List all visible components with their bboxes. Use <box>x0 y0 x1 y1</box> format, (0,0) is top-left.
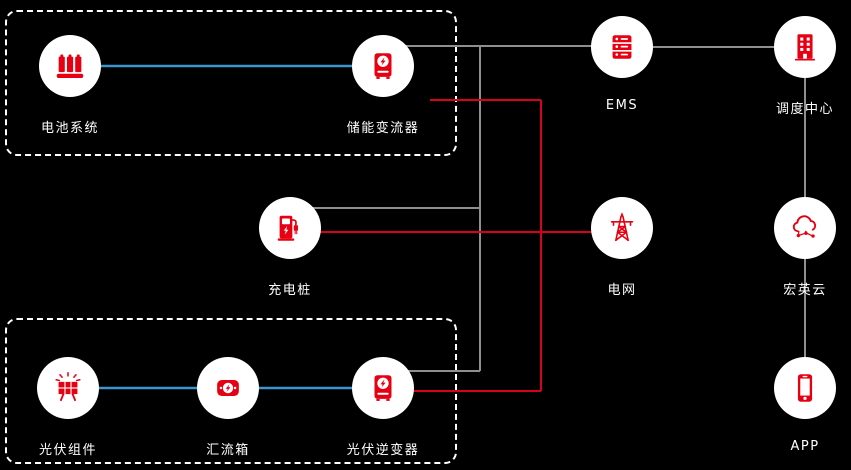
node-label: 调度中心 <box>775 102 835 117</box>
node-label: 宏英云 <box>783 283 827 298</box>
server-stack-icon <box>591 16 653 78</box>
node-storage-converter: 储能变流器 <box>347 35 418 136</box>
node-label: 电池系统 <box>40 121 100 136</box>
storage-system-group-box <box>5 10 457 156</box>
node-label: 汇流箱 <box>206 443 250 458</box>
ev-charger-icon <box>259 197 321 259</box>
node-label: 光伏组件 <box>38 443 98 458</box>
node-ev-charger: 充电桩 <box>259 197 321 298</box>
node-label: 充电桩 <box>268 283 312 298</box>
combiner-box-icon <box>197 357 259 419</box>
node-ems: EMS <box>591 16 653 113</box>
node-label: EMS <box>605 98 639 113</box>
transmission-tower-icon <box>591 197 653 259</box>
node-cloud-platform: 宏英云 <box>774 197 836 298</box>
solar-panel-icon <box>37 357 99 419</box>
node-pv-module: 光伏组件 <box>37 357 99 458</box>
cloud-network-icon <box>774 197 836 259</box>
smartphone-icon <box>774 357 836 419</box>
node-pv-inverter: 光伏逆变器 <box>347 357 418 458</box>
node-label: 光伏逆变器 <box>346 443 420 458</box>
pv-inverter-icon <box>352 357 414 419</box>
node-dispatch-center: 调度中心 <box>774 16 836 117</box>
node-power-grid: 电网 <box>591 197 653 298</box>
node-label: 储能变流器 <box>346 121 420 136</box>
building-icon <box>774 16 836 78</box>
storage-converter-icon <box>352 35 414 97</box>
battery-cabinet-icon <box>39 35 101 97</box>
node-combiner-box: 汇流箱 <box>197 357 259 458</box>
node-battery-system: 电池系统 <box>39 35 101 136</box>
node-app: APP <box>774 357 836 454</box>
node-label: 电网 <box>607 283 637 298</box>
node-label: APP <box>790 439 820 454</box>
